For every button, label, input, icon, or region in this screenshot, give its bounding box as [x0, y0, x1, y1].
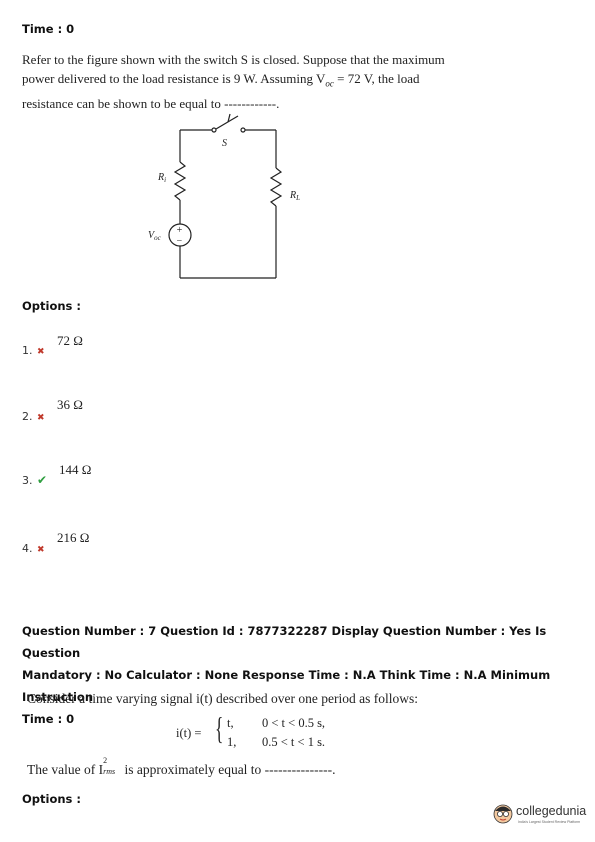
logo-wordmark: collegedunia — [516, 804, 587, 818]
ri-label: Ri — [157, 172, 166, 184]
question-meta-line-1: Question Number : 7 Question Id : 787732… — [22, 624, 547, 660]
switch-label: S — [222, 138, 227, 149]
option-1-value: 72 Ω — [57, 333, 83, 348]
equation-case-2-condition: 0.5 < t < 1 s. — [262, 735, 326, 749]
collegedunia-logo: collegedunia India's Largest Student Rev… — [492, 801, 588, 831]
options-label-q7: Options : — [22, 792, 81, 806]
option-number: 3. — [22, 474, 33, 487]
logo-tagline: India's Largest Student Review Platform — [518, 820, 581, 824]
question-line-3: resistance can be shown to be equal to -… — [22, 95, 280, 111]
switch-arm — [215, 115, 239, 130]
switch-contact-right — [240, 127, 246, 133]
option-4[interactable]: 4. ✖ — [22, 539, 45, 557]
equation-lhs: i(t) = — [176, 726, 202, 740]
option-number: 1. — [22, 344, 33, 357]
time-label-q6: Time : 0 — [22, 22, 75, 36]
logo-mascot-icon — [493, 804, 513, 824]
internal-resistor — [173, 161, 187, 201]
option-4-value: 216 Ω — [57, 530, 90, 545]
cross-icon: ✖ — [36, 346, 45, 356]
cross-icon: ✖ — [36, 544, 45, 554]
cross-icon: ✖ — [36, 412, 45, 422]
question-line-2: power delivered to the load resistance i… — [22, 71, 420, 89]
equation-case-2-value: 1, — [227, 735, 237, 749]
question-text-q6: Refer to the figure shown with the switc… — [22, 50, 582, 113]
source-plus-sign: + — [176, 225, 183, 236]
time-label-q7: Time : 0 — [22, 712, 75, 726]
option-number: 4. — [22, 542, 33, 555]
circuit-diagram: S Ri RL Voc + − — [148, 113, 300, 279]
switch-marker — [227, 113, 231, 123]
rl-label: RL — [289, 190, 300, 202]
options-label-q6: Options : — [22, 299, 81, 313]
question-meta-q7: Question Number : 7 Question Id : 787732… — [22, 620, 595, 730]
equation-brace: { — [215, 710, 224, 746]
option-3[interactable]: 3. ✔ — [22, 471, 47, 489]
checkmark-icon: ✔ — [36, 473, 48, 487]
option-number: 2. — [22, 410, 33, 423]
question-line-1: Refer to the figure shown with the switc… — [22, 52, 445, 67]
option-1[interactable]: 1. ✖ — [22, 341, 45, 359]
switch-contact-left — [211, 127, 217, 133]
equation-case-1-condition: 0 < t < 0.5 s, — [262, 716, 326, 730]
option-3-value: 144 Ω — [59, 462, 92, 477]
question-meta-line-2: Mandatory : No Calculator : None Respons… — [22, 668, 551, 704]
source-minus-sign: − — [176, 236, 183, 247]
question-text-q7-line-1: Consider a time varying signal i(t) desc… — [27, 691, 419, 706]
load-resistor — [269, 167, 283, 207]
voc-label: Voc — [148, 230, 162, 242]
equation-case-1-value: t, — [227, 716, 234, 730]
option-2-value: 36 Ω — [57, 397, 83, 412]
option-2[interactable]: 2. ✖ — [22, 407, 45, 425]
